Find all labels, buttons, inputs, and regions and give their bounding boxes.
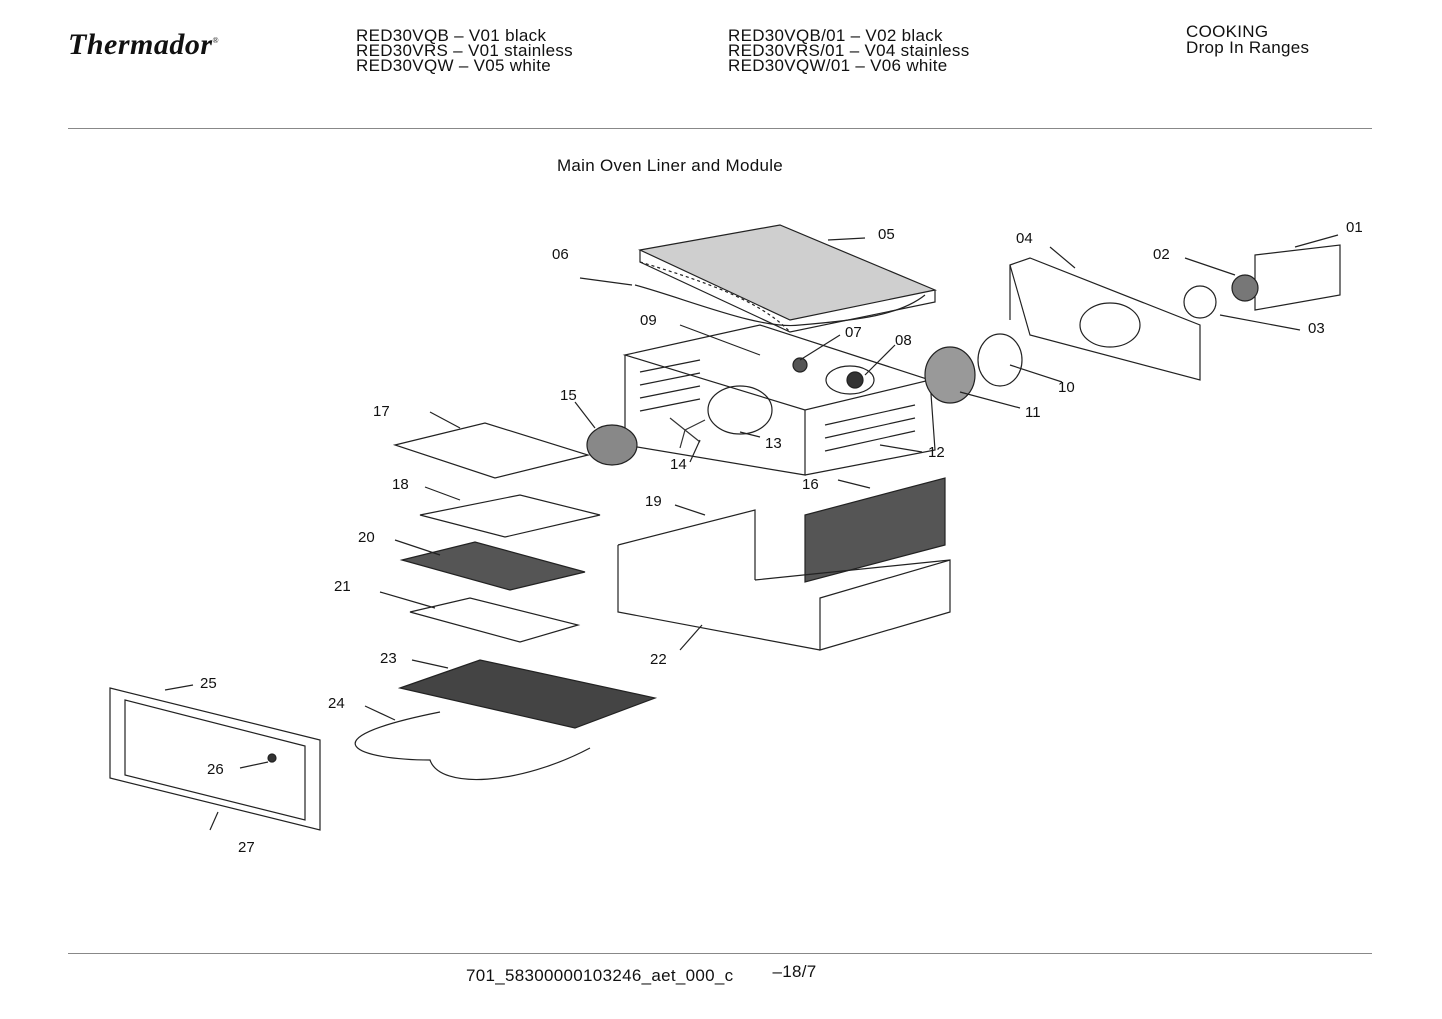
model-list-right: RED30VQB/01 – V02 black RED30VRS/01 – V0… bbox=[728, 26, 970, 75]
label-08: 08 bbox=[895, 332, 912, 349]
part-23-oven-rack bbox=[397, 659, 658, 729]
label-23: 23 bbox=[380, 650, 397, 667]
part-01-bracket bbox=[1254, 244, 1341, 311]
label-09: 09 bbox=[640, 312, 657, 329]
model-line: RED30VRS/01 – V04 stainless bbox=[728, 41, 970, 60]
document-id: 701_58300000103246_aet_000_c bbox=[466, 966, 734, 985]
label-20: 20 bbox=[358, 529, 375, 546]
label-14: 14 bbox=[670, 456, 687, 473]
header-divider bbox=[68, 128, 1372, 129]
label-21: 21 bbox=[334, 578, 351, 595]
label-02: 02 bbox=[1153, 246, 1170, 263]
label-11: 11 bbox=[1025, 404, 1041, 421]
part-06-gasket bbox=[634, 284, 926, 327]
model-line: RED30VQW/01 – V06 white bbox=[728, 56, 948, 75]
part-16-filter bbox=[804, 477, 946, 583]
label-10: 10 bbox=[1058, 379, 1075, 396]
part-04-back-panel bbox=[1009, 257, 1201, 381]
model-line: RED30VQB – V01 black bbox=[356, 26, 547, 45]
part-03-fan bbox=[1183, 285, 1217, 319]
category-main: COOKING bbox=[1186, 22, 1269, 41]
label-15: 15 bbox=[560, 387, 577, 404]
part-18-element bbox=[419, 494, 601, 538]
page-number: –18/7 bbox=[772, 962, 817, 981]
label-01: 01 bbox=[1346, 219, 1363, 236]
part-11-cover bbox=[924, 346, 976, 404]
part-10-gasket bbox=[977, 333, 1023, 387]
category-sub: Drop In Ranges bbox=[1186, 38, 1310, 57]
part-21-broil-pan bbox=[409, 597, 581, 643]
label-12: 12 bbox=[928, 444, 945, 461]
footer-divider bbox=[68, 953, 1372, 954]
part-25-door-frame bbox=[109, 687, 321, 831]
part-14-fan bbox=[669, 417, 706, 449]
label-13: 13 bbox=[765, 435, 782, 452]
label-05: 05 bbox=[878, 226, 895, 243]
part-05-insulation bbox=[638, 224, 938, 333]
part-labels: 01 02 03 04 05 06 07 08 09 10 11 12 13 1… bbox=[200, 219, 1363, 856]
label-16: 16 bbox=[802, 476, 819, 493]
model-line: RED30VQW – V05 white bbox=[356, 56, 551, 75]
lower-cavity-box bbox=[617, 509, 951, 651]
part-15-grille bbox=[586, 424, 638, 466]
part-24-bake-element bbox=[354, 711, 591, 781]
part-26-screw bbox=[267, 753, 277, 763]
label-03: 03 bbox=[1308, 320, 1325, 337]
label-06: 06 bbox=[552, 246, 569, 263]
section-title: Main Oven Liner and Module bbox=[556, 156, 784, 175]
part-17-plate bbox=[392, 422, 591, 479]
label-19: 19 bbox=[645, 493, 662, 510]
label-22: 22 bbox=[650, 651, 667, 668]
part-20-broil-rack bbox=[399, 541, 586, 591]
label-24: 24 bbox=[328, 695, 345, 712]
part-02-motor bbox=[1231, 274, 1259, 302]
leader-lines bbox=[164, 234, 1339, 831]
label-04: 04 bbox=[1016, 230, 1033, 247]
oven-module-box bbox=[622, 324, 936, 476]
label-25: 25 bbox=[200, 675, 217, 692]
label-18: 18 bbox=[392, 476, 409, 493]
brand-logo: Thermador® bbox=[68, 28, 220, 61]
model-line: RED30VRS – V01 stainless bbox=[356, 41, 573, 60]
category: COOKING Drop In Ranges bbox=[1186, 22, 1310, 57]
label-07: 07 bbox=[845, 324, 862, 341]
label-17: 17 bbox=[373, 403, 390, 420]
model-list-left: RED30VQB – V01 black RED30VRS – V01 stai… bbox=[356, 26, 573, 75]
model-line: RED30VQB/01 – V02 black bbox=[728, 26, 943, 45]
label-26: 26 bbox=[207, 761, 224, 778]
page-footer: 701_58300000103246_aet_000_c –18/7 bbox=[466, 962, 817, 986]
label-27: 27 bbox=[238, 839, 255, 856]
